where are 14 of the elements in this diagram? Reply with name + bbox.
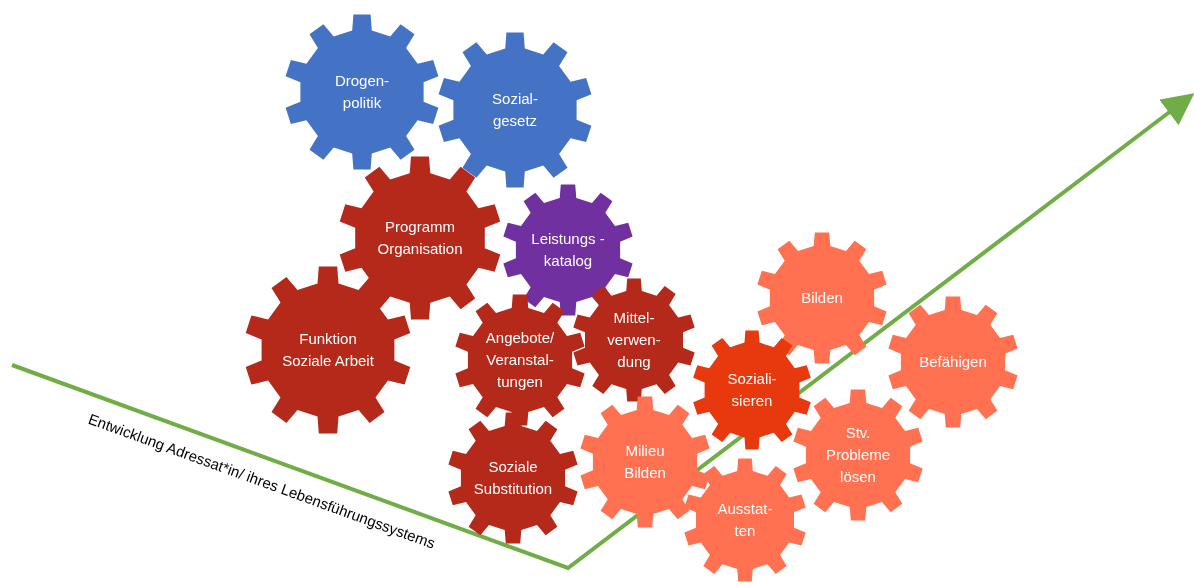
gear-label: Angebote/ Veranstal- tungen	[484, 328, 556, 392]
gear-label: Milieu Bilden	[623, 441, 667, 483]
gear-label: Stv. Probleme lösen	[824, 423, 892, 487]
gear-label: Drogen- politik	[333, 71, 391, 113]
gear-label: Funktion Soziale Arbeit	[281, 329, 375, 371]
gear-label: Ausstat- ten	[716, 499, 774, 541]
gear-label: Soziali- sieren	[726, 369, 778, 411]
gear-label: Bilden	[800, 288, 844, 308]
gear-label: Befähigen	[918, 352, 988, 372]
gear-label: Soziale Substitution	[472, 457, 554, 499]
gear-label: Mittel- verwen- dung	[606, 308, 662, 372]
gear-label: Leistungs -katalog	[530, 229, 606, 271]
gear-label: Programm Organisation	[376, 217, 464, 259]
gear-label: Sozial- gesetz	[491, 89, 539, 131]
